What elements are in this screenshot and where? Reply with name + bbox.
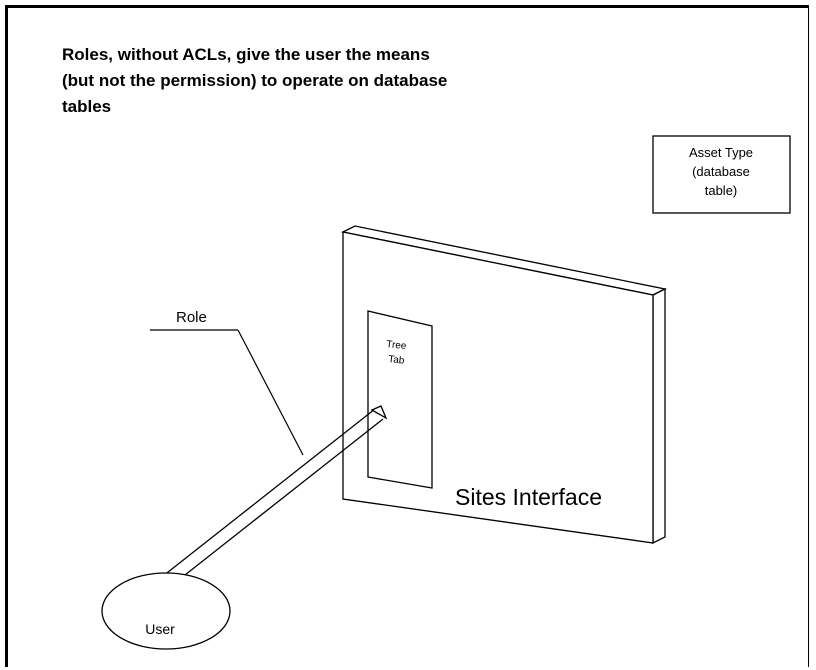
tree-tab: Tree Tab — [367, 310, 433, 489]
tree-tab-line-1: Tree — [386, 339, 408, 352]
asset-type-line-1: Asset Type — [689, 145, 753, 160]
title-line-3: tables — [62, 97, 111, 116]
role-callout: Role — [150, 309, 304, 456]
user-label: User — [145, 621, 175, 637]
diagram-frame — [5, 5, 809, 667]
title-line-2: (but not the permission) to operate on d… — [62, 71, 447, 90]
user-node: User — [101, 572, 231, 650]
tree-tab-line-2: Tab — [388, 354, 406, 367]
asset-type-line-2: (database — [692, 164, 750, 179]
title-line-1: Roles, without ACLs, give the user the m… — [62, 45, 430, 64]
role-label: Role — [176, 309, 207, 326]
asset-type-line-3: table) — [705, 183, 738, 198]
role-arrow — [143, 405, 388, 602]
sites-interface-label: Sites Interface — [455, 484, 602, 510]
asset-type-box: Asset Type (database table) — [652, 135, 791, 214]
